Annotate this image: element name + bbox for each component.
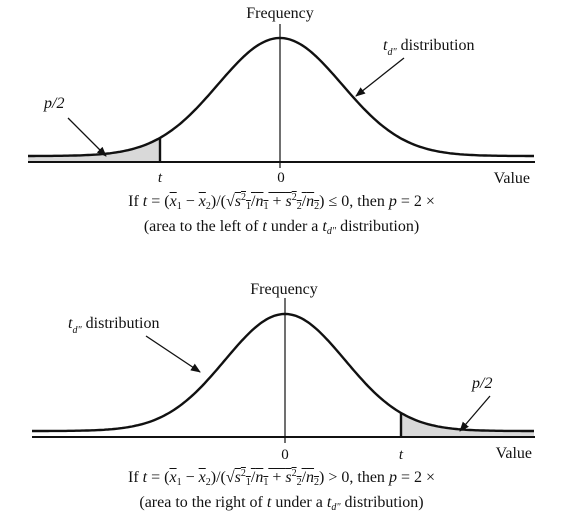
top-value-axis-label: Value — [494, 170, 530, 187]
top-caption: If t = (x1 − x2)/(√s21/n1 + s22/n2) ≤ 0,… — [0, 188, 563, 242]
bottom-caption: If t = (x1 − x2)/(√s21/n1 + s22/n2) > 0,… — [0, 464, 563, 518]
bottom-value-axis-label: Value — [496, 445, 532, 462]
top-distribution-arrow — [355, 57, 405, 97]
top-caption-line-1: If t = (x1 − x2)/(√s21/n1 + s22/n2) ≤ 0,… — [128, 192, 435, 212]
top-caption-line-2: (area to the left of t under a td" distr… — [143, 218, 420, 237]
top-frequency-label: Frequency — [246, 5, 314, 22]
top-half-p-label: p/2 — [43, 95, 64, 112]
top-density-curve — [28, 36, 534, 158]
bottom-right-tail-shade — [401, 412, 534, 437]
bottom-panel: Frequency td" distribution p/2 0 t Value — [32, 281, 535, 463]
top-zero-tick-label: 0 — [277, 170, 285, 186]
top-distribution-label: td" distribution — [383, 37, 474, 58]
top-left-tail-shade — [28, 137, 160, 162]
bottom-distribution-label: td" distribution — [68, 315, 159, 336]
bottom-distribution-arrow — [145, 335, 201, 373]
bottom-frequency-label: Frequency — [250, 281, 318, 298]
bottom-density-curve — [32, 312, 534, 433]
top-t-tick-label: t — [158, 170, 163, 186]
bottom-t-tick-label: t — [399, 447, 404, 463]
bottom-zero-tick-label: 0 — [281, 447, 289, 463]
top-panel: Frequency td" distribution p/2 t 0 Value — [28, 5, 535, 187]
bottom-caption-line-2: (area to the right of t under a td" dist… — [139, 494, 424, 513]
bottom-caption-line-1: If t = (x1 − x2)/(√s21/n1 + s22/n2) > 0,… — [128, 468, 435, 488]
bottom-half-p-label: p/2 — [471, 375, 492, 392]
top-half-p-arrow — [67, 117, 107, 157]
bottom-half-p-arrow — [459, 395, 491, 432]
